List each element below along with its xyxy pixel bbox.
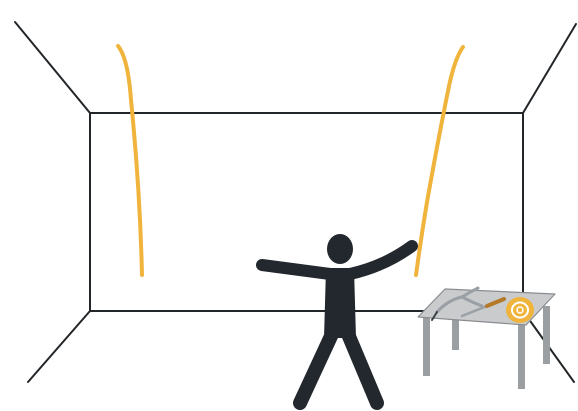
table-leg-back-right [543, 306, 550, 364]
table-leg-front-left [423, 315, 430, 376]
room-outline [15, 22, 576, 382]
person-head [327, 234, 353, 264]
table-leg-front-right [518, 315, 525, 389]
workbench-icon [418, 289, 555, 389]
cable-coil-icon [506, 297, 534, 323]
ceiling-left-edge [15, 22, 90, 113]
ceiling-right-edge [523, 24, 576, 113]
person-left-arm [262, 265, 330, 274]
person-icon [262, 234, 412, 403]
cable-right [416, 47, 463, 275]
person-right-leg [348, 334, 377, 403]
person-right-arm [350, 246, 412, 274]
cable-left [118, 46, 142, 275]
floor-left-edge [28, 311, 90, 382]
coil-outer [506, 297, 534, 323]
back-wall [90, 113, 523, 311]
person-torso [324, 268, 356, 338]
person-left-leg [300, 334, 332, 403]
